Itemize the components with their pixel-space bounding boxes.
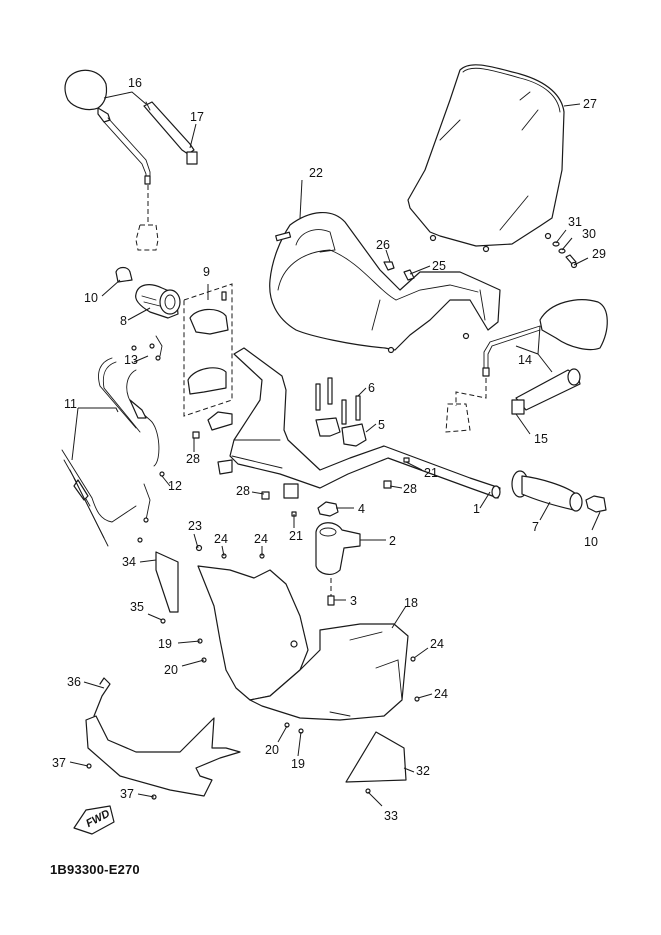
holder-bolts[interactable] [315,377,361,425]
handle-crown[interactable] [315,522,361,575]
callout-33[interactable]: 33 [384,809,398,823]
callout-37-b[interactable]: 37 [120,787,134,801]
callout-20-bottom[interactable]: 20 [265,743,279,757]
callout-20-left[interactable]: 20 [164,663,178,677]
callout-25[interactable]: 25 [432,259,446,273]
callout-3[interactable]: 3 [350,594,357,608]
callout-23[interactable]: 23 [188,519,202,533]
callout-21-center[interactable]: 21 [289,529,303,543]
windshield-fasteners[interactable] [552,241,578,269]
side-cover[interactable] [345,731,407,783]
crown-plug[interactable] [327,595,335,606]
callout-10-left[interactable]: 10 [84,291,98,305]
throttle-cables[interactable] [61,335,163,547]
bar-end-right[interactable] [585,495,607,513]
nut-cover[interactable] [383,261,395,271]
callout-11[interactable]: 11 [64,397,77,411]
inner-fairing[interactable] [197,565,409,721]
bar-end-left[interactable] [115,266,133,283]
mirror-nut-right[interactable] [511,368,581,415]
callout-24-a[interactable]: 24 [214,532,228,546]
callout-24-c[interactable]: 24 [430,637,444,651]
callout-28-right[interactable]: 28 [403,482,417,496]
handlebar-cover-front[interactable] [269,211,501,354]
callout-24-b[interactable]: 24 [254,532,268,546]
screw-cover[interactable] [403,269,415,281]
callout-27[interactable]: 27 [583,97,597,111]
callout-32[interactable]: 32 [416,764,430,778]
mirror-right[interactable] [482,299,608,377]
callout-16[interactable]: 16 [128,76,142,90]
callout-14[interactable]: 14 [518,353,532,367]
upper-holders[interactable] [315,417,367,447]
left-panel[interactable] [155,551,179,613]
callout-29[interactable]: 29 [592,247,606,261]
small-screws[interactable] [131,343,165,543]
mirror-left-mount-ghost [135,185,159,251]
front-lower-cover[interactable] [85,677,241,797]
callout-13[interactable]: 13 [124,353,138,367]
throttle-grip[interactable] [135,284,181,319]
callout-1[interactable]: 1 [473,502,480,516]
callout-24-d[interactable]: 24 [434,687,448,701]
callout-5[interactable]: 5 [378,418,385,432]
callout-28-left[interactable]: 28 [186,452,200,466]
callout-36[interactable]: 36 [67,675,81,689]
mirror-right-mount-ghost [445,378,487,433]
grip-right[interactable] [511,470,583,512]
callout-26[interactable]: 26 [376,238,390,252]
handlebar[interactable] [207,347,501,499]
callout-31[interactable]: 31 [568,215,582,229]
callout-19-left[interactable]: 19 [158,637,172,651]
callout-2[interactable]: 2 [389,534,396,548]
callout-15[interactable]: 15 [534,432,548,446]
diagram-code: 1B93300-E270 [50,862,140,877]
throttle-housing-set[interactable] [183,283,233,417]
callout-labels: 16 17 27 22 26 25 31 30 29 10 9 8 13 11 … [52,76,606,823]
fwd-direction-marker: FWD [73,805,115,835]
callout-22[interactable]: 22 [309,166,323,180]
callout-10-right[interactable]: 10 [584,535,598,549]
callout-7[interactable]: 7 [532,520,539,534]
callout-9[interactable]: 9 [203,265,210,279]
collars-and-screws[interactable] [192,431,410,517]
callout-30[interactable]: 30 [582,227,596,241]
nut[interactable] [317,501,339,517]
callout-18[interactable]: 18 [404,596,418,610]
callout-34[interactable]: 34 [122,555,136,569]
leader-lines [69,91,601,807]
callout-37-a[interactable]: 37 [52,756,66,770]
callout-21-right[interactable]: 21 [424,466,438,480]
callout-4[interactable]: 4 [358,502,365,516]
windshield[interactable] [407,64,565,253]
callout-28-center[interactable]: 28 [236,484,250,498]
callout-17[interactable]: 17 [190,110,204,124]
callout-12[interactable]: 12 [168,479,182,493]
mirror-nut-left[interactable] [143,101,198,165]
callout-6[interactable]: 6 [368,381,375,395]
callout-19-bottom[interactable]: 19 [291,757,305,771]
callout-35[interactable]: 35 [130,600,144,614]
callout-8[interactable]: 8 [120,314,127,328]
mirror-left[interactable] [64,69,151,185]
